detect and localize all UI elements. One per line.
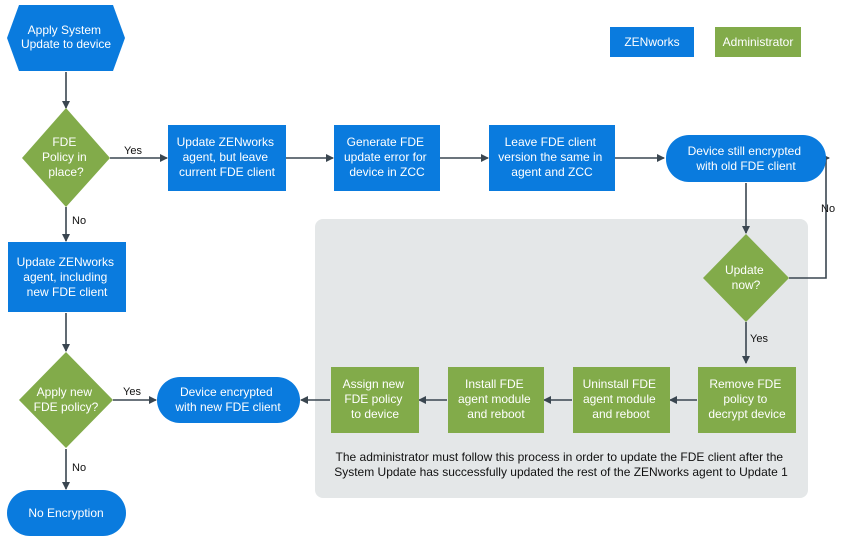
legend-administrator-swatch [715, 27, 801, 57]
generate-error-node: Generate FDE update error for device in … [334, 125, 440, 191]
apply-new-policy-decision: Apply new FDE policy? [19, 352, 113, 448]
connectors [62, 72, 830, 490]
svg-text:Apply System Update to d: Apply System Update to device [21, 23, 111, 51]
svg-text:Assign new FDE policy: Assign new FDE policy to device [343, 377, 408, 421]
edge-label-apply-yes: Yes [123, 386, 141, 398]
leave-client-version-node: Leave FDE client version the same in age… [489, 125, 615, 191]
still-encrypted-node: Device still encrypted with old FDE clie… [666, 135, 826, 182]
start-node: Apply System Update to device [7, 5, 125, 71]
svg-text:Leave FDE client version: Leave FDE client version the same in age… [498, 135, 605, 179]
administrator-note: The administrator must follow this proce… [334, 450, 788, 479]
svg-text:Update ZENworks agent, i: Update ZENworks agent, including new FDE… [17, 255, 118, 299]
legend-zenworks-label: ZENworks [624, 35, 679, 49]
svg-text:Update now?: Update now? [725, 263, 767, 292]
edge-label-fde-yes: Yes [124, 145, 142, 157]
device-encrypted-new-node: Device encrypted with new FDE client [157, 377, 300, 423]
remove-fde-policy-node: Remove FDE policy to decrypt device [698, 367, 796, 433]
svg-text:Remove FDE policy to: Remove FDE policy to decrypt device [708, 377, 786, 421]
edge-label-apply-no: No [72, 462, 86, 474]
edge-label-update-now-no: No [821, 203, 835, 215]
legend-zenworks-swatch [610, 27, 694, 57]
update-now-decision: Update now? [703, 234, 789, 322]
svg-text:FDE Policy in plac: FDE Policy in place? [42, 135, 90, 179]
svg-text:Generate FDE update erro: Generate FDE update error for device in … [344, 135, 430, 179]
svg-text:Device still encrypted w: Device still encrypted with old FDE clie… [688, 144, 805, 173]
svg-text:Apply new FDE policy?: Apply new FDE policy? [34, 385, 99, 414]
no-encryption-node: No Encryption [7, 490, 126, 536]
assign-new-policy-node: Assign new FDE policy to device [331, 367, 419, 433]
legend-administrator-label: Administrator [723, 35, 794, 49]
fde-policy-decision: FDE Policy in place? [22, 108, 110, 207]
install-agent-module-node: Install FDE agent module and reboot [448, 367, 544, 433]
administrator-process-region [315, 219, 808, 498]
update-agent-including-client-node: Update ZENworks agent, including new FDE… [8, 242, 126, 312]
update-agent-leave-client-node: Update ZENworks agent, but leave current… [168, 125, 286, 191]
svg-text:Update ZENworks agent, b: Update ZENworks agent, but leave current… [177, 135, 278, 179]
legend: ZENworks Administrator [610, 27, 801, 57]
svg-text:Install FDE agent module: Install FDE agent module and reboot [458, 377, 534, 421]
edge-label-update-now-yes: Yes [750, 333, 768, 345]
edge-update-now-no-loop [789, 154, 830, 279]
svg-text:No Encryption: No Encryption [28, 506, 103, 520]
svg-text:Uninstall FDE agent modu: Uninstall FDE agent module and reboot [583, 377, 660, 421]
svg-text:Device encrypted with ne: Device encrypted with new FDE client [174, 385, 281, 414]
uninstall-agent-module-node: Uninstall FDE agent module and reboot [573, 367, 670, 433]
edge-label-fde-no: No [72, 215, 86, 227]
